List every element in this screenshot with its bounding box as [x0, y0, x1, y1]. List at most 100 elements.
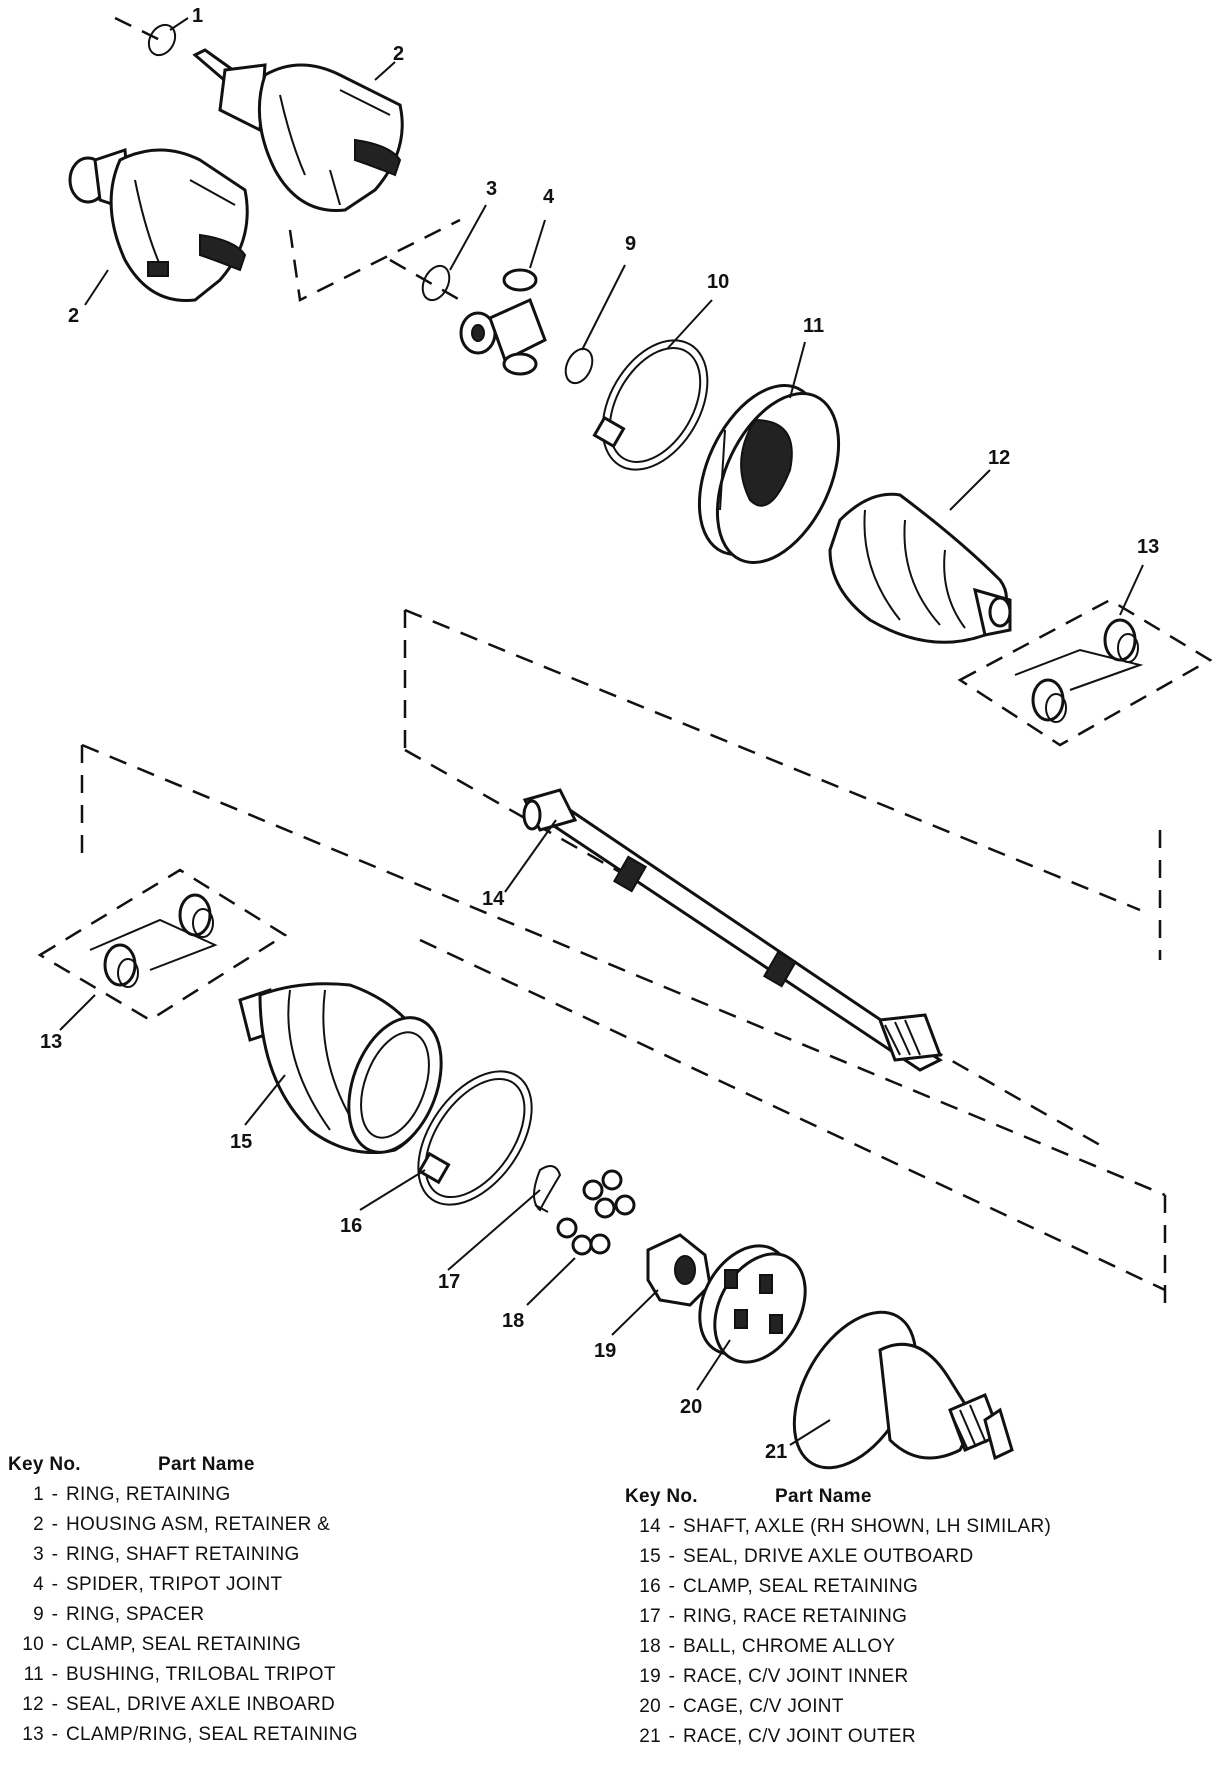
- legend-separator: -: [668, 1546, 676, 1567]
- legend-row: 21-RACE, C/V JOINT OUTER: [625, 1722, 1051, 1752]
- chrome-balls-part: [556, 1169, 636, 1256]
- legend-row: 2-HOUSING ASM, RETAINER &: [8, 1510, 358, 1540]
- legend-separator: -: [668, 1726, 676, 1747]
- callout-10: 10: [707, 271, 729, 293]
- legend-row: 18-BALL, CHROME ALLOY: [625, 1632, 1051, 1662]
- callout-13-upper: 13: [1137, 536, 1159, 558]
- inboard-seal-part: [828, 492, 1012, 644]
- legend-row: 16-CLAMP, SEAL RETAINING: [625, 1572, 1051, 1602]
- legend-key-number: 2: [33, 1514, 44, 1535]
- legend-separator: -: [668, 1696, 676, 1717]
- cage-part: [698, 1244, 807, 1364]
- callout-17: 17: [438, 1271, 460, 1293]
- race-retaining-ring-part: [533, 1165, 562, 1213]
- legend-part-name: RING, SPACER: [66, 1604, 205, 1625]
- legend-separator: -: [668, 1636, 676, 1657]
- legend-row: 1-RING, RETAINING: [8, 1480, 358, 1510]
- housing-lower-part: [68, 147, 249, 302]
- legend-part-name: BUSHING, TRILOBAL TRIPOT: [66, 1664, 336, 1685]
- legend-key-number: 19: [639, 1666, 661, 1687]
- callout-13-lower: 13: [40, 1031, 62, 1053]
- legend-row: 3-RING, SHAFT RETAINING: [8, 1540, 358, 1570]
- legend-part-name: RACE, C/V JOINT INNER: [683, 1666, 909, 1687]
- legend-header-name: Part Name: [775, 1486, 872, 1507]
- legend-key-number: 13: [22, 1724, 44, 1745]
- axle-shaft-part: [522, 788, 943, 1072]
- callout-2-upper: 2: [393, 43, 404, 65]
- legend-separator: -: [668, 1606, 676, 1627]
- callout-1: 1: [192, 5, 203, 27]
- retaining-ring-part: [147, 23, 177, 57]
- exploded-axle-diagram: 1 2 2 3 4 9 10 11 12 13 13 14 15 16 17 1…: [37, 5, 1213, 1470]
- legend-separator: -: [51, 1604, 59, 1625]
- legend-separator: -: [51, 1514, 59, 1535]
- callout-4: 4: [543, 186, 555, 208]
- clamp-upper-part: [592, 339, 709, 471]
- legend-part-name: RING, SHAFT RETAINING: [66, 1544, 300, 1565]
- legend-row: 13-CLAMP/RING, SEAL RETAINING: [8, 1720, 358, 1750]
- legend-row: 14-SHAFT, AXLE (RH SHOWN, LH SIMILAR): [625, 1512, 1051, 1542]
- callout-9: 9: [625, 233, 636, 255]
- legend-part-name: SPIDER, TRIPOT JOINT: [66, 1574, 283, 1595]
- shaft-retaining-ring-part: [421, 264, 451, 302]
- legend-separator: -: [51, 1544, 59, 1565]
- legend-key-number: 14: [639, 1516, 661, 1537]
- legend-separator: -: [51, 1574, 59, 1595]
- callout-3: 3: [486, 178, 497, 200]
- legend-header-key: Key No.: [625, 1486, 698, 1507]
- legend-separator: -: [51, 1664, 59, 1685]
- legend-header-key: Key No.: [8, 1454, 81, 1475]
- legend-part-name: SHAFT, AXLE (RH SHOWN, LH SIMILAR): [683, 1516, 1052, 1537]
- legend-separator: -: [668, 1666, 676, 1687]
- legend-row: 9-RING, SPACER: [8, 1600, 358, 1630]
- legend-row: 17-RING, RACE RETAINING: [625, 1602, 1051, 1632]
- legend-separator: -: [51, 1634, 59, 1655]
- seal-clamp-rings-upper-part: [1014, 618, 1144, 723]
- legend-separator: -: [51, 1484, 59, 1505]
- legend-row: 11-BUSHING, TRILOBAL TRIPOT: [8, 1660, 358, 1690]
- legend-row: 20-CAGE, C/V JOINT: [625, 1692, 1051, 1722]
- legend-key-number: 11: [23, 1664, 44, 1685]
- legend-row: 10-CLAMP, SEAL RETAINING: [8, 1630, 358, 1660]
- callout-18: 18: [502, 1310, 524, 1332]
- legend-part-name: RACE, C/V JOINT OUTER: [683, 1726, 916, 1747]
- callout-2-lower: 2: [68, 305, 79, 327]
- legend-part-name: BALL, CHROME ALLOY: [683, 1636, 896, 1657]
- outer-race-part: [792, 1310, 1014, 1470]
- callout-19: 19: [594, 1340, 616, 1362]
- outboard-seal-part: [238, 982, 443, 1154]
- legend-part-name: CLAMP/RING, SEAL RETAINING: [66, 1724, 358, 1745]
- callout-20: 20: [680, 1396, 702, 1418]
- legend-part-name: RING, RETAINING: [66, 1484, 231, 1505]
- spider-tripot-part: [459, 268, 547, 376]
- legend-part-name: HOUSING ASM, RETAINER &: [66, 1514, 331, 1535]
- legend-separator: -: [668, 1576, 676, 1597]
- legend-key-number: 9: [33, 1604, 44, 1625]
- legend-row: 4-SPIDER, TRIPOT JOINT: [8, 1570, 358, 1600]
- bushing-trilobal-part: [697, 384, 841, 564]
- legend-key-number: 21: [639, 1726, 661, 1747]
- legend-key-number: 16: [639, 1576, 661, 1597]
- legend-key-number: 12: [22, 1694, 44, 1715]
- legend-separator: -: [51, 1724, 59, 1745]
- legend-key-number: 17: [639, 1606, 661, 1627]
- legend-part-name: RING, RACE RETAINING: [683, 1606, 908, 1627]
- legend-part-name: CAGE, C/V JOINT: [683, 1696, 844, 1717]
- callout-14: 14: [482, 888, 505, 910]
- callout-labels: 1 2 2 3 4 9 10 11 12 13 13 14 15 16 17 1…: [40, 5, 1159, 1463]
- callout-11: 11: [803, 315, 824, 337]
- legend-part-name: CLAMP, SEAL RETAINING: [683, 1576, 919, 1597]
- legend-key-number: 1: [33, 1484, 44, 1505]
- legend-key-number: 4: [33, 1574, 44, 1595]
- legend-part-name: SEAL, DRIVE AXLE INBOARD: [66, 1694, 336, 1715]
- seal-clamp-rings-lower-part: [89, 893, 218, 988]
- parts-legend-right: Key No. Part Name 14-SHAFT, AXLE (RH SHO…: [625, 1482, 1051, 1752]
- legend-header-name: Part Name: [158, 1454, 255, 1475]
- callout-12: 12: [988, 447, 1010, 469]
- callout-16: 16: [340, 1215, 362, 1237]
- legend-key-number: 20: [639, 1696, 661, 1717]
- spacer-ring-part: [564, 347, 594, 385]
- legend-row: 12-SEAL, DRIVE AXLE INBOARD: [8, 1690, 358, 1720]
- legend-row: 15-SEAL, DRIVE AXLE OUTBOARD: [625, 1542, 1051, 1572]
